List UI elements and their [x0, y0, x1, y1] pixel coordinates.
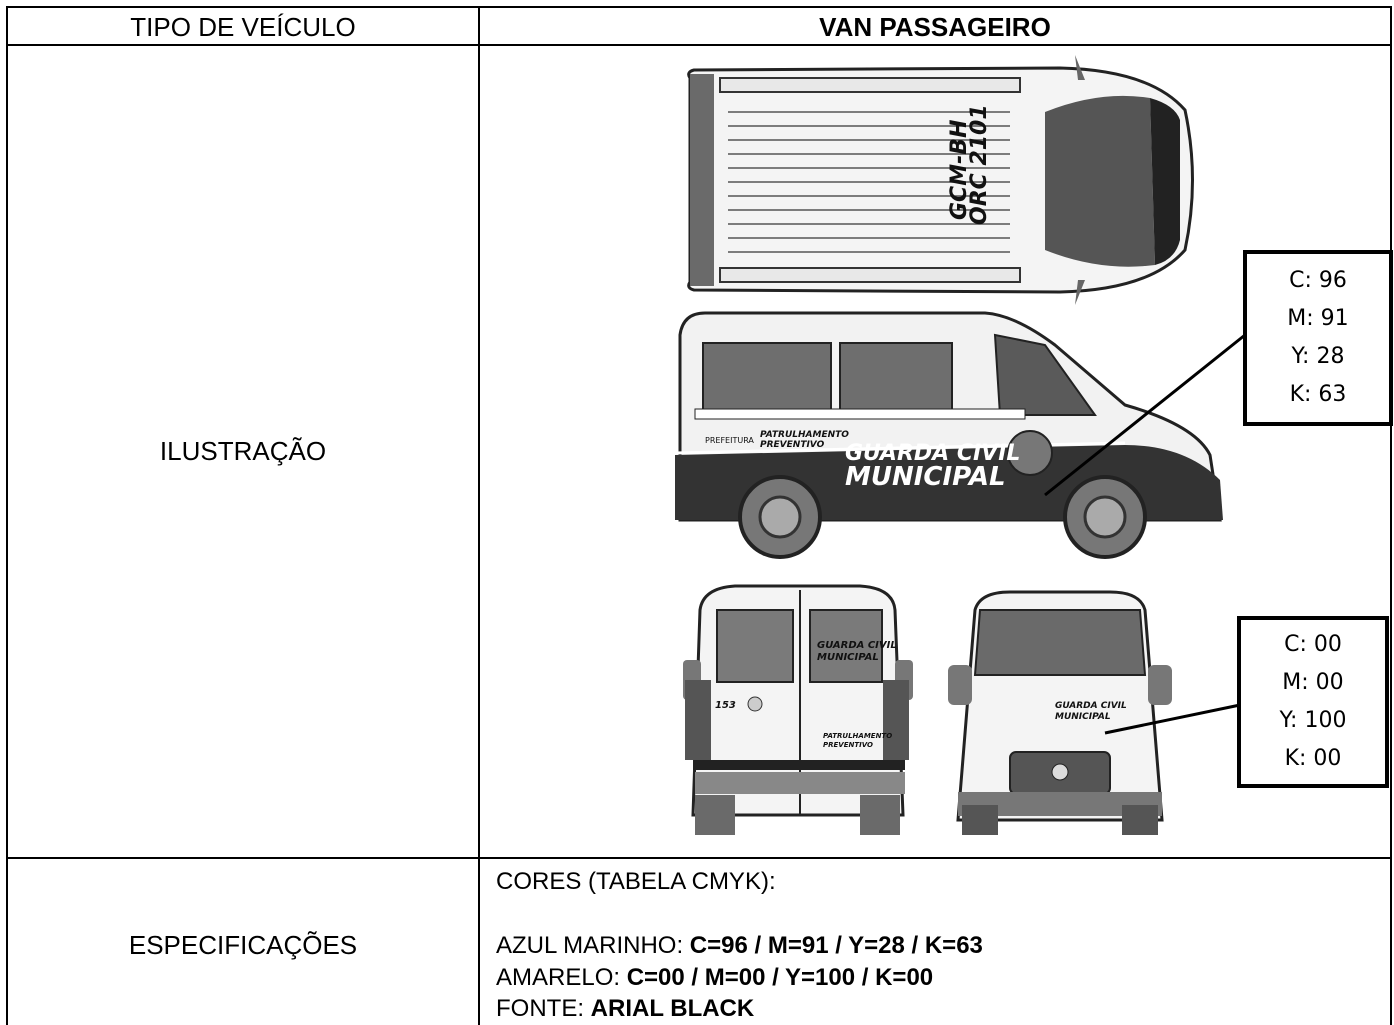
van-front-view: GUARDA CIVIL MUNICIPAL — [948, 590, 1172, 835]
van-top-view: GCM-BH ORC 2101 — [687, 55, 1194, 305]
callout-navy-c: C: 96 — [1289, 268, 1347, 293]
table-border-left — [6, 6, 8, 1025]
callout-yellow-cmyk: C: 00 M: 00 Y: 100 K: 00 — [1237, 616, 1389, 788]
rear-patrol-line1: PATRULHAMENTO — [823, 732, 892, 740]
vehicle-type-value: VAN PASSAGEIRO — [819, 12, 1051, 42]
rear-guarda-civil-text: GUARDA CIVIL — [817, 640, 897, 651]
van-rear-view: 153 GUARDA CIVIL MUNICIPAL PATRULHAMENTO… — [683, 584, 913, 835]
callout-navy-leader — [1044, 333, 1246, 497]
callout-yellow-k: K: 00 — [1284, 746, 1342, 771]
specs-navy-value: C=96 / M=91 / Y=28 / K=63 — [689, 932, 983, 959]
roof-id-line2: ORC 2101 — [967, 104, 992, 225]
side-guarda-civil-text: GUARDA CIVIL — [845, 441, 1020, 466]
specs-yellow-value: C=00 / M=00 / Y=100 / K=00 — [626, 964, 934, 991]
roof-id-line1: GCM-BH — [947, 120, 972, 220]
side-patrol-line1: PATRULHAMENTO — [760, 430, 849, 440]
callout-navy-m: M: 91 — [1287, 306, 1349, 331]
specs-title: CORES (TABELA CMYK): — [496, 868, 776, 895]
illustration-label: ILUSTRAÇÃO — [159, 436, 327, 466]
callout-navy-k: K: 63 — [1289, 382, 1347, 407]
table-border-top — [6, 6, 1392, 8]
table-border-right — [1390, 6, 1392, 1025]
table-row-divider-1 — [6, 44, 1392, 46]
callout-navy-cmyk: C: 96 M: 91 Y: 28 K: 63 — [1243, 250, 1393, 426]
rear-municipal-text: MUNICIPAL — [817, 652, 879, 663]
side-municipal-text: MUNICIPAL — [845, 462, 1006, 492]
side-prefeitura-text: PREFEITURA — [705, 436, 754, 445]
callout-yellow-m: M: 00 — [1282, 670, 1344, 695]
specs-navy-line: AZUL MARINHO: C=96 / M=91 / Y=28 / K=63 — [496, 932, 983, 960]
specs-font-label: FONTE: — [496, 995, 591, 1022]
van-side-view: PREFEITURA PATRULHAMENTO PREVENTIVO GUAR… — [674, 311, 1223, 559]
callout-yellow-y: Y: 100 — [1279, 708, 1347, 733]
specs-yellow-label: AMARELO: — [496, 964, 627, 991]
callout-yellow-c: C: 00 — [1284, 632, 1342, 657]
side-patrol-line2: PREVENTIVO — [760, 440, 825, 450]
table-column-divider — [478, 6, 480, 1025]
specs-font-value: ARIAL BLACK — [590, 995, 755, 1022]
callout-navy-y: Y: 28 — [1291, 344, 1345, 369]
specs-navy-label: AZUL MARINHO: — [496, 932, 690, 959]
front-municipal-text: MUNICIPAL — [1055, 712, 1111, 722]
rear-patrol-line2: PREVENTIVO — [823, 741, 873, 749]
rear-phone-text: 153 — [715, 700, 736, 711]
vehicle-type-label: TIPO DE VEÍCULO — [130, 12, 356, 42]
front-guarda-civil-text: GUARDA CIVIL — [1055, 701, 1127, 711]
callout-yellow-leader — [1104, 703, 1241, 735]
table-row-divider-2 — [6, 857, 1392, 859]
specs-yellow-line: AMARELO: C=00 / M=00 / Y=100 / K=00 — [496, 964, 933, 992]
specs-font-line: FONTE: ARIAL BLACK — [496, 995, 754, 1023]
specs-label: ESPECIFICAÇÕES — [128, 930, 358, 960]
